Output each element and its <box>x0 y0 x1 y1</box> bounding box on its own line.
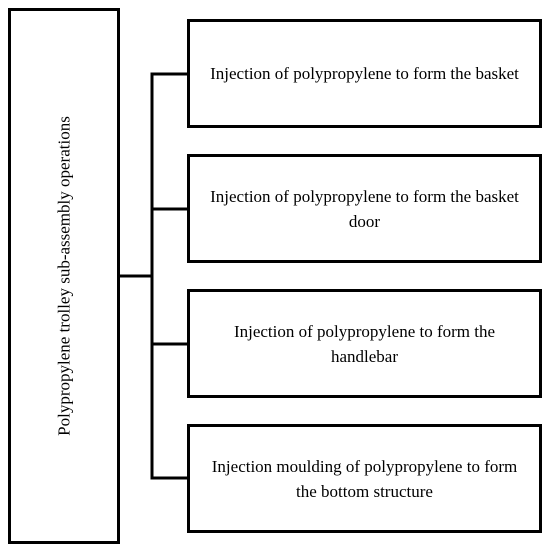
operation-label-bottom-structure: Injection moulding of polypropylene to f… <box>211 456 518 501</box>
operation-label-basket: Injection of polypropylene to form the b… <box>210 64 519 83</box>
root-operation-box: Polypropylene trolley sub-assembly opera… <box>8 8 120 544</box>
operation-box-handlebar: Injection of polypropylene to form the h… <box>187 289 542 398</box>
root-operation-label: Polypropylene trolley sub-assembly opera… <box>54 116 74 436</box>
operation-label-handlebar: Injection of polypropylene to form the h… <box>233 321 496 366</box>
operation-box-basket: Injection of polypropylene to form the b… <box>187 19 542 128</box>
operation-box-basket-door: Injection of polypropylene to form the b… <box>187 154 542 263</box>
operation-label-basket-door: Injection of polypropylene to form the b… <box>210 186 519 231</box>
operation-box-bottom-structure: Injection moulding of polypropylene to f… <box>187 424 542 533</box>
